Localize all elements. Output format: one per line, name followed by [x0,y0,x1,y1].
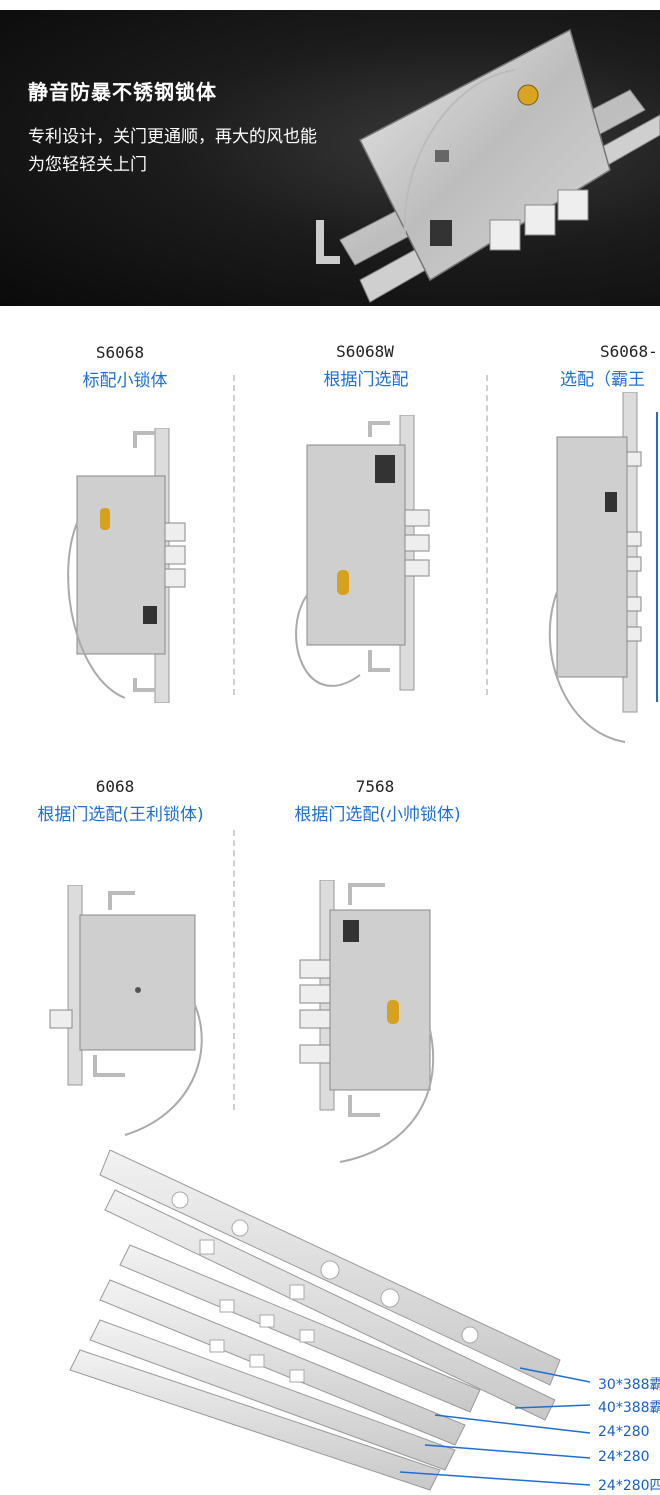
caption-s6068w: 根据门选配 [323,370,409,390]
model-s6068-variant: S6068- [600,342,658,361]
strike-plates-photo [69,1150,591,1491]
caption-s6068-variant: 选配（霸王 [560,370,645,390]
caption-7568: 根据门选配(小帅锁体) [294,805,461,825]
lock-6068-photo [49,885,203,1136]
lock-s6068-photo [67,428,186,703]
banner-subtitle: 专利设计，关门更通顺，再大的风也能为您轻轻关上门 [28,127,317,175]
caption-s6068: 标配小锁体 [82,371,168,391]
lock-7568-photo [299,880,435,1163]
plate-size-label: 24*280 [598,1424,650,1440]
plate-size-label: 24*280四 [598,1478,660,1494]
plate-size-label: 30*388霸 [598,1377,660,1393]
plate-size-label: 40*388霸 [598,1400,660,1416]
model-7568: 7568 [355,777,395,796]
lock-s6068-variant-photo [548,392,658,743]
model-6068: 6068 [95,777,135,796]
divider [233,830,235,1110]
model-s6068: S6068 [95,343,145,362]
hero-banner: 静音防暴不锈钢锁体 专利设计，关门更通顺，再大的风也能为您轻轻关上门 [0,10,660,306]
divider [486,375,488,695]
lock-body-photo [316,28,660,303]
model-s6068w: S6068W [336,342,394,361]
divider [233,375,235,695]
plate-size-label: 24*280 [598,1449,650,1465]
caption-6068: 根据门选配(王利锁体) [37,805,204,825]
lock-s6068w-photo [295,415,430,691]
banner-title: 静音防暴不锈钢锁体 [28,80,217,104]
